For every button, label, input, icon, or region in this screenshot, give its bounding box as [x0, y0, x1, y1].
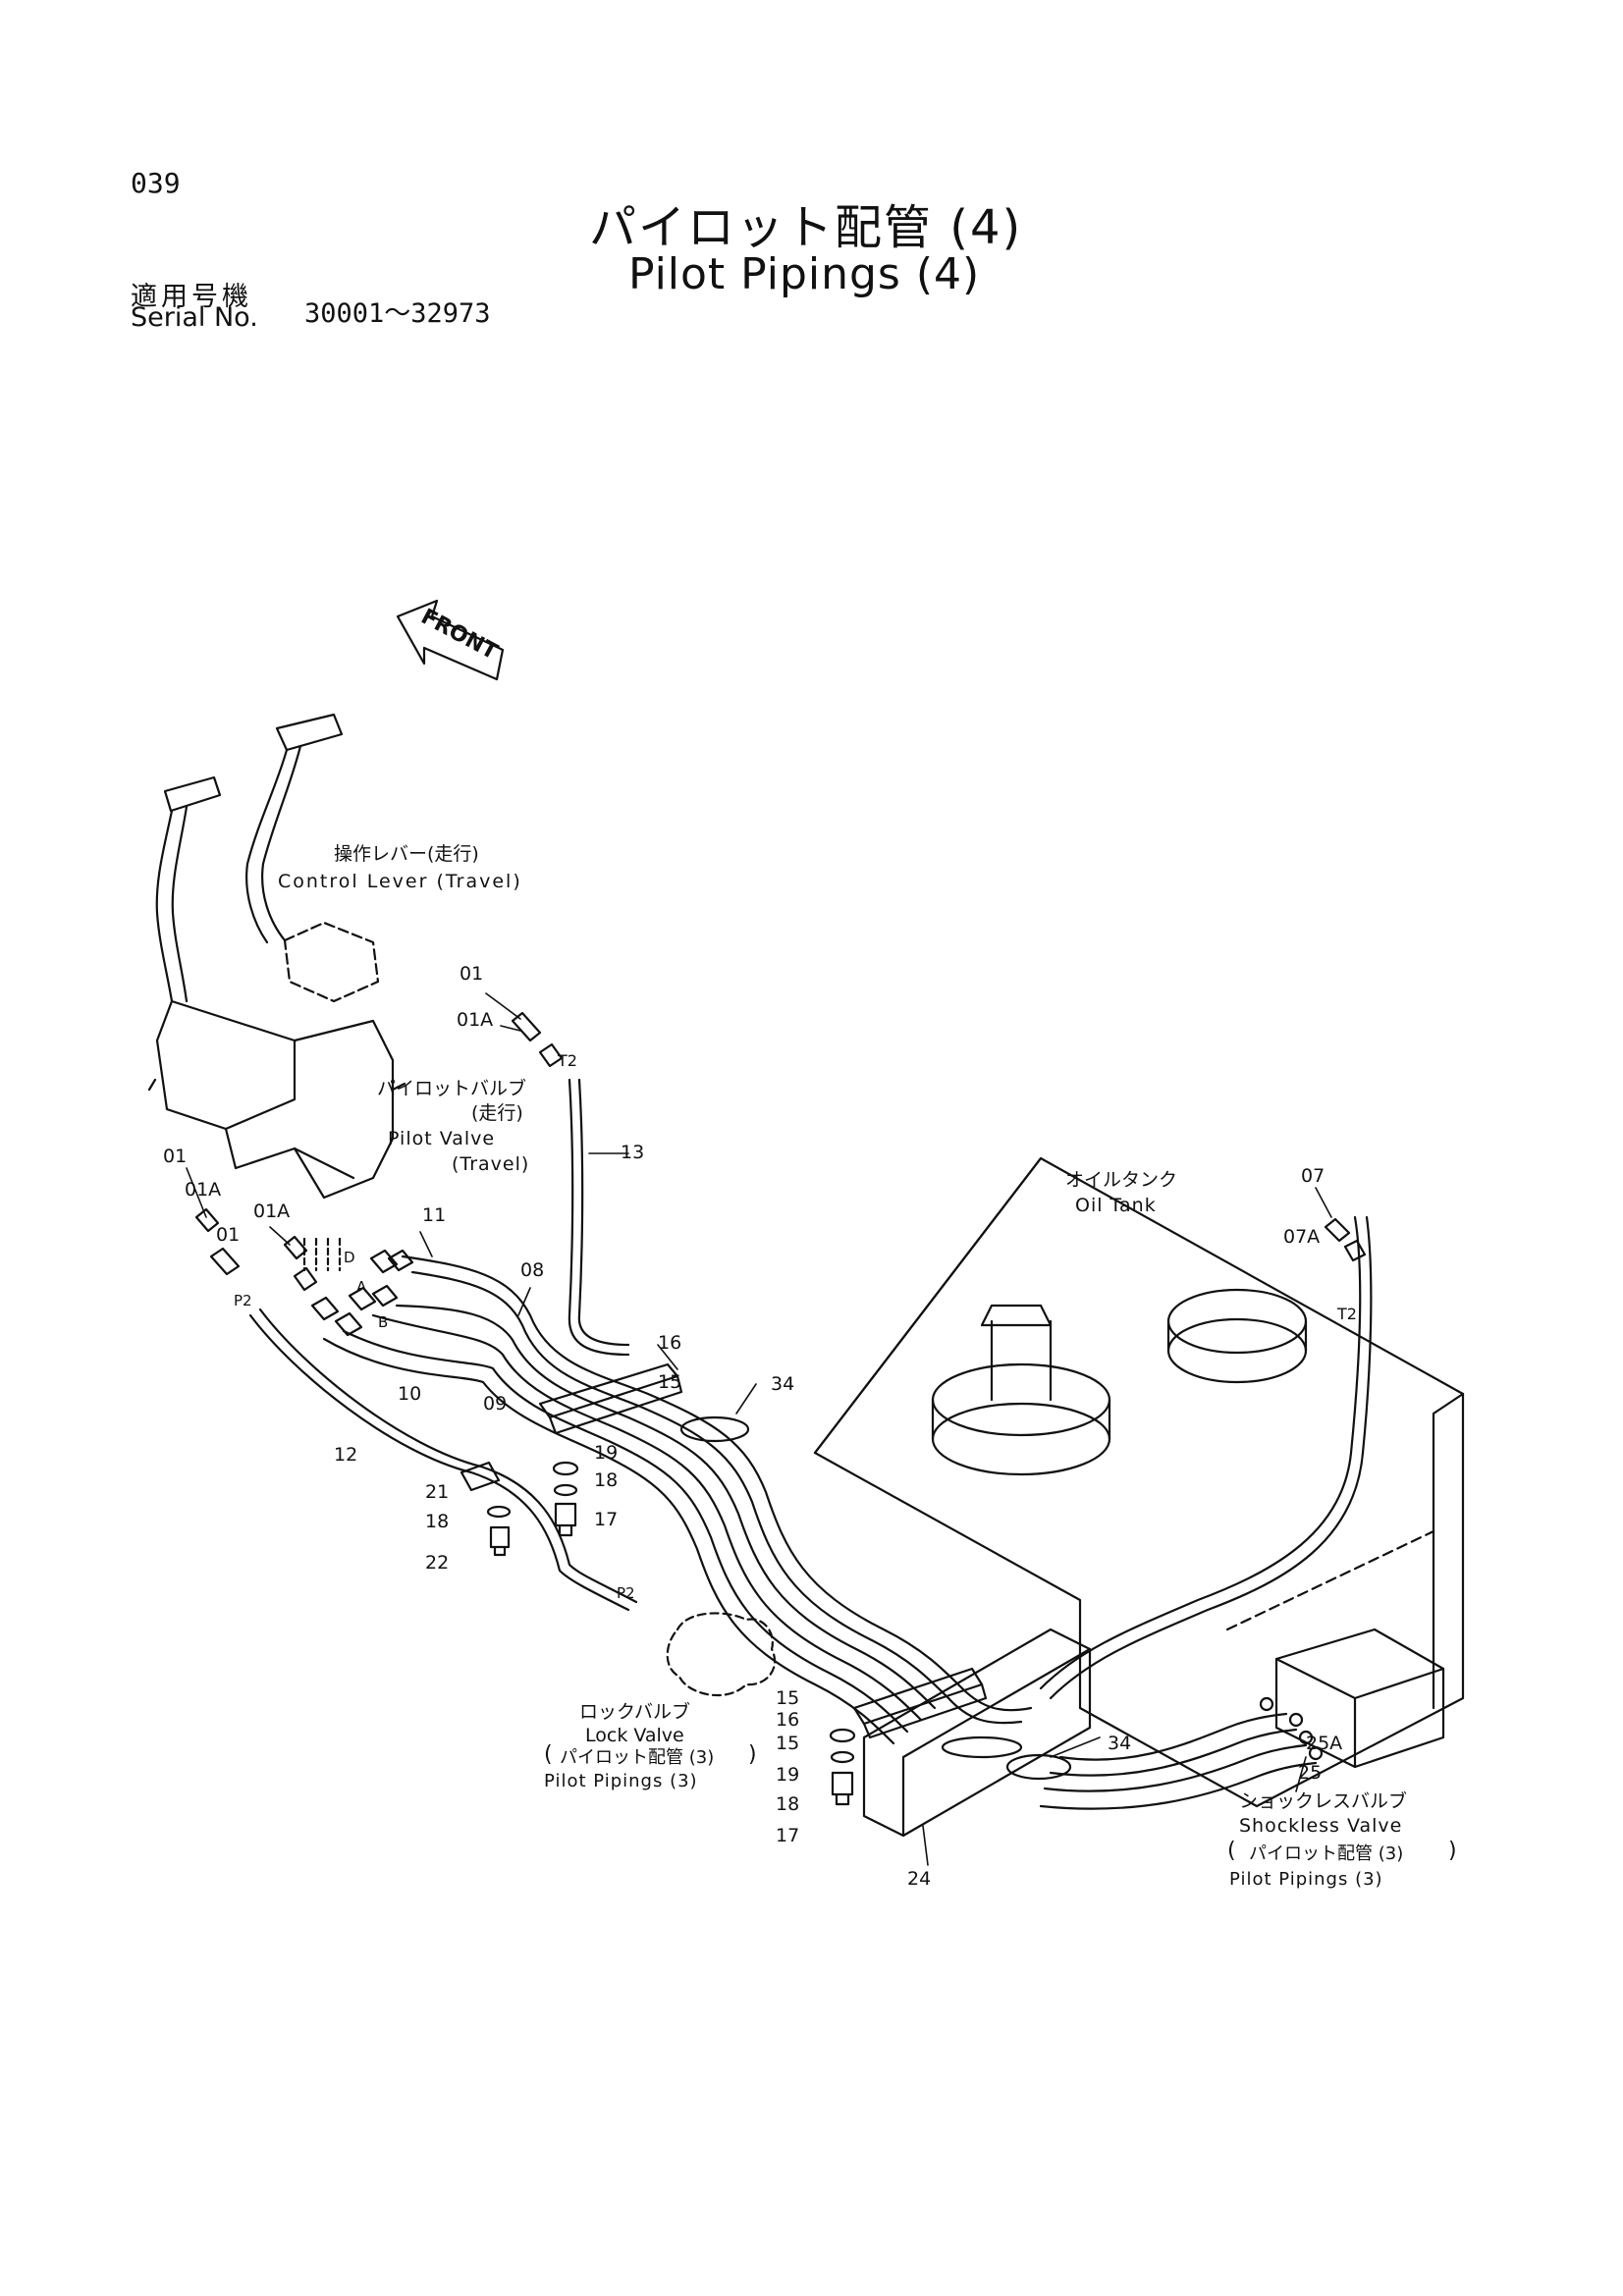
label-shockless-en: Shockless Valve	[1239, 1815, 1402, 1837]
callout-17-top: 17	[594, 1509, 618, 1530]
callout-24: 24	[907, 1868, 931, 1890]
label-oil-tank-en: Oil Tank	[1075, 1195, 1157, 1216]
label-lock-valve-jp: ロックバルブ	[579, 1700, 690, 1723]
callout-01-mid: 01	[216, 1224, 240, 1246]
shockless-ref-bracket-close: )	[1448, 1839, 1457, 1863]
callout-15-bottom-2: 15	[776, 1733, 799, 1754]
pipe-12	[248, 1313, 630, 1612]
lock-ref-bracket-open: (	[544, 1742, 553, 1767]
callout-09: 09	[483, 1393, 507, 1415]
callout-17-bottom: 17	[776, 1825, 799, 1846]
pipe-13	[568, 1078, 630, 1357]
callout-21: 21	[425, 1481, 449, 1503]
callout-16-bottom: 16	[776, 1709, 799, 1731]
callout-16-top: 16	[658, 1332, 681, 1354]
block-24	[862, 1628, 1092, 1838]
control-lever-drawing	[147, 713, 406, 1200]
callout-15-bottom-1: 15	[776, 1687, 799, 1709]
page-title-english: Pilot Pipings (4)	[628, 249, 981, 299]
callout-b: B	[378, 1313, 388, 1331]
clamp-16-15	[538, 1362, 683, 1435]
shockless-valve-drawing	[1039, 1628, 1445, 1810]
lock-valve-drawing	[666, 1612, 777, 1697]
label-control-lever-jp: 操作レバー(走行)	[334, 843, 479, 865]
callout-a: A	[356, 1278, 367, 1296]
callout-01-top: 01	[460, 963, 483, 985]
callout-19-top: 19	[594, 1442, 618, 1464]
label-oil-tank-jp: オイルタンク	[1065, 1169, 1177, 1191]
callout-d: D	[344, 1249, 355, 1266]
label-pilot-valve-jp: パイロットバルブ	[377, 1077, 526, 1099]
label-lock-ref-en: Pilot Pipings (3)	[544, 1771, 698, 1791]
serial-range: 30001～32973	[304, 298, 491, 329]
label-lock-ref-jp: パイロット配管 (3)	[560, 1747, 714, 1768]
serial-label-japanese: 適用号機	[131, 282, 252, 312]
oil-tank-drawing	[813, 1156, 1465, 1808]
pilot-valve-fittings	[194, 1011, 564, 1337]
callout-34-top: 34	[771, 1373, 794, 1395]
label-control-lever-en: Control Lever (Travel)	[278, 871, 522, 892]
callout-18-bottom: 18	[776, 1793, 799, 1815]
callout-t2-top: T2	[557, 1051, 577, 1070]
callout-22: 22	[425, 1552, 449, 1574]
callout-01a-top: 01A	[457, 1009, 493, 1031]
callout-07: 07	[1301, 1165, 1325, 1187]
pipe-bundle	[322, 1255, 1033, 1745]
callout-01-left: 01	[163, 1146, 187, 1167]
callout-18-top: 18	[594, 1469, 618, 1491]
serial-label-english: Serial No.	[131, 302, 258, 333]
label-pilot-valve-jp2: (走行)	[471, 1102, 523, 1124]
lock-ref-bracket-close: )	[748, 1742, 757, 1767]
callout-t2-right: T2	[1336, 1305, 1357, 1323]
callout-01a-left: 01A	[185, 1179, 221, 1201]
label-lock-valve-en: Lock Valve	[585, 1725, 684, 1746]
callout-34-bottom: 34	[1108, 1733, 1131, 1754]
callout-19-bottom: 19	[776, 1764, 799, 1786]
callout-p2-left: P2	[234, 1292, 252, 1309]
callout-12: 12	[334, 1444, 357, 1466]
band-34-top	[679, 1415, 750, 1443]
callout-01a-mid: 01A	[253, 1201, 290, 1222]
shockless-ref-bracket-open: (	[1227, 1839, 1236, 1863]
callout-15-top: 15	[658, 1371, 681, 1393]
callout-10: 10	[398, 1383, 421, 1405]
band-34-bottom	[1005, 1753, 1072, 1781]
page-number: 039	[131, 167, 181, 199]
callout-07a: 07A	[1283, 1226, 1320, 1248]
clamp-15-16-lower	[852, 1667, 988, 1739]
callout-13: 13	[621, 1142, 644, 1163]
callout-25a: 25A	[1306, 1733, 1342, 1754]
callout-25: 25	[1298, 1762, 1322, 1784]
callout-p2-bottom: P2	[617, 1584, 635, 1602]
callout-18-left: 18	[425, 1511, 449, 1532]
front-label: FRONT	[417, 605, 502, 666]
callout-08: 08	[520, 1259, 544, 1281]
label-pilot-valve-en: Pilot Valve	[388, 1128, 495, 1149]
front-arrow-icon	[396, 599, 505, 681]
callout-11: 11	[422, 1204, 446, 1226]
label-shockless-ref-en: Pilot Pipings (3)	[1229, 1869, 1383, 1890]
label-pilot-valve-en2: (Travel)	[452, 1153, 529, 1175]
label-shockless-jp: ショックレスバルブ	[1239, 1789, 1407, 1812]
label-shockless-ref-jp: パイロット配管 (3)	[1249, 1843, 1403, 1864]
page-title-japanese: パイロット配管 (4)	[589, 200, 1023, 255]
